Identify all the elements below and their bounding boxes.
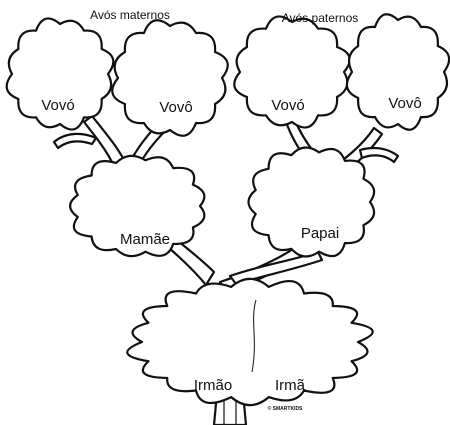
label-maternal-grandmother: Vovó [41,97,74,114]
crown-maternal-grandmother [5,17,115,131]
label-paternal-grandfather: Vovô [388,95,421,112]
crown-paternal-grandmother [233,15,351,129]
label-sister: Irmã [275,377,306,394]
crown-paternal-grandfather [345,13,450,131]
crowns [5,13,450,407]
crown-father [247,146,376,258]
watermark: © SMARTKIDS [268,405,303,412]
crown-maternal-grandfather [111,19,229,137]
crown-siblings [126,277,374,407]
crown-mother [69,154,206,258]
label-father: Papai [301,225,339,242]
label-mother: Mamãe [120,231,170,248]
maternal-heading: Avós maternos [90,8,170,22]
siblings-divider [251,299,257,373]
label-maternal-grandfather: Vovô [159,99,192,116]
label-brother: Irmão [194,377,232,394]
label-paternal-grandmother: Vovó [271,97,304,114]
paternal-heading: Avós paternos [282,11,359,25]
